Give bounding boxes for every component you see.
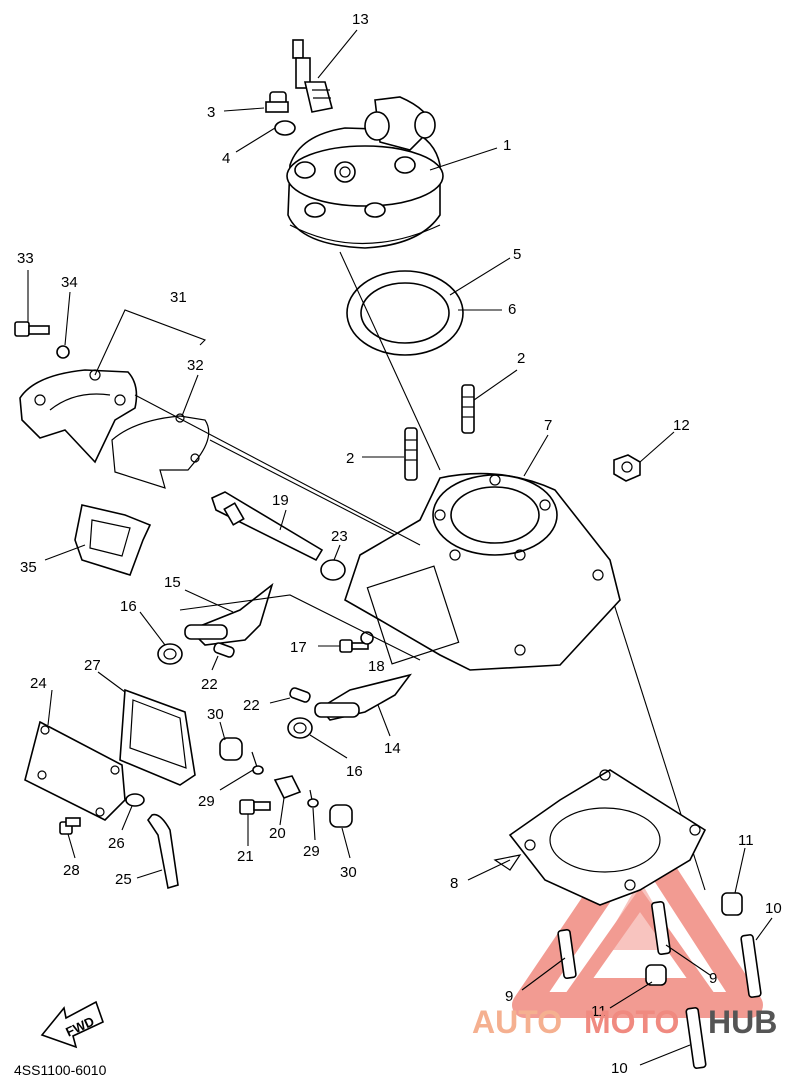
rubber-bushing-upper (219, 737, 243, 761)
cover-bolt (14, 321, 50, 337)
forward-direction-arrow: FWD (40, 1000, 104, 1049)
callout-32: 32 (187, 357, 204, 374)
callout-9-left: 9 (505, 988, 513, 1005)
head-washer (274, 120, 296, 136)
cylinder-block (344, 472, 621, 671)
callout-2-right: 2 (517, 350, 525, 367)
callout-24: 24 (30, 675, 47, 692)
callout-16-left: 16 (120, 598, 137, 615)
callout-1: 1 (503, 137, 511, 154)
side-cover-plate (24, 720, 126, 821)
callout-2-left: 2 (346, 450, 354, 467)
callout-11-upper: 11 (738, 832, 754, 849)
spark-plug (292, 39, 333, 113)
long-stud-lower (685, 1007, 707, 1069)
callout-11-lower: 11 (591, 1003, 607, 1020)
callout-18: 18 (368, 658, 385, 675)
hose-bracket (273, 775, 302, 800)
callout-27: 27 (84, 657, 101, 674)
breather-hose (147, 813, 179, 890)
exhaust-valve-right (314, 673, 412, 721)
lower-stud-left (557, 928, 577, 980)
exhaust-valve-left (184, 582, 274, 646)
callout-10-lower: 10 (611, 1060, 628, 1077)
callout-8: 8 (450, 875, 458, 892)
callout-21: 21 (237, 848, 254, 865)
rubber-bushing-lower (329, 804, 353, 828)
stud-bolt-right (461, 384, 475, 434)
valve-rod (211, 491, 324, 562)
callout-29-lower: 29 (303, 843, 320, 860)
head-nut (265, 91, 289, 113)
long-stud-right (740, 934, 762, 998)
callout-30-upper: 30 (207, 706, 224, 723)
dowel-pin-left (213, 642, 235, 658)
callout-16-right: 16 (346, 763, 363, 780)
callout-31: 31 (170, 289, 187, 306)
lower-stud-right (651, 901, 671, 955)
flange-nut (613, 454, 641, 482)
callout-3: 3 (207, 104, 215, 121)
watermark-text: AUTO MOTO HUB (472, 1004, 777, 1040)
dowel-pin-right (289, 687, 311, 703)
callout-17: 17 (290, 639, 307, 656)
callout-12: 12 (673, 417, 690, 434)
diagram-code: 4SS1100-6010 (14, 1062, 107, 1078)
callout-7: 7 (544, 417, 552, 434)
base-nut-upper (721, 892, 743, 916)
clip-lower (307, 789, 319, 808)
callout-15: 15 (164, 574, 181, 591)
callout-14: 14 (384, 740, 401, 757)
valve-bushing-right (287, 717, 313, 739)
valve-guide-seal (74, 504, 152, 576)
stud-bolt-left (404, 427, 418, 481)
valve-bushing-left (157, 643, 183, 665)
head-gasket (346, 270, 464, 356)
callout-25: 25 (115, 871, 132, 888)
callout-34: 34 (61, 274, 78, 291)
cover-washer (56, 345, 70, 359)
callout-26: 26 (108, 835, 125, 852)
svg-text:MOTO: MOTO (584, 1004, 679, 1040)
callout-13: 13 (352, 11, 369, 28)
callout-30-lower: 30 (340, 864, 357, 881)
callout-10-upper: 10 (765, 900, 782, 917)
cover-bolt-lower (59, 817, 81, 835)
base-gasket (493, 769, 707, 906)
valve-cover (19, 369, 138, 464)
clip-upper (251, 751, 264, 775)
callout-6: 6 (508, 301, 516, 318)
callout-35: 35 (20, 559, 37, 576)
callout-9-right: 9 (709, 970, 717, 987)
svg-text:HUB: HUB (708, 1004, 777, 1040)
callout-29-upper: 29 (198, 793, 215, 810)
base-nut-lower (645, 964, 667, 986)
leader-lines (27, 29, 773, 1066)
callout-22-right: 22 (243, 697, 260, 714)
svg-text:AUTO: AUTO (472, 1004, 562, 1040)
callout-labels: 13 3 4 1 5 6 33 34 31 32 2 2 7 12 19 23 … (17, 11, 782, 1077)
rod-bushing (320, 559, 346, 581)
cover-gasket (119, 688, 196, 786)
callout-22-left: 22 (201, 676, 218, 693)
hose-clamp (125, 793, 145, 807)
valve-cover-gasket (111, 413, 210, 489)
callout-20: 20 (269, 825, 286, 842)
callout-28: 28 (63, 862, 80, 879)
callout-5: 5 (513, 246, 521, 263)
callout-4: 4 (222, 150, 230, 167)
cylinder-head (286, 96, 444, 249)
callout-23: 23 (331, 528, 348, 545)
callout-19: 19 (272, 492, 289, 509)
bracket-bolt (239, 799, 271, 815)
callout-33: 33 (17, 250, 34, 267)
